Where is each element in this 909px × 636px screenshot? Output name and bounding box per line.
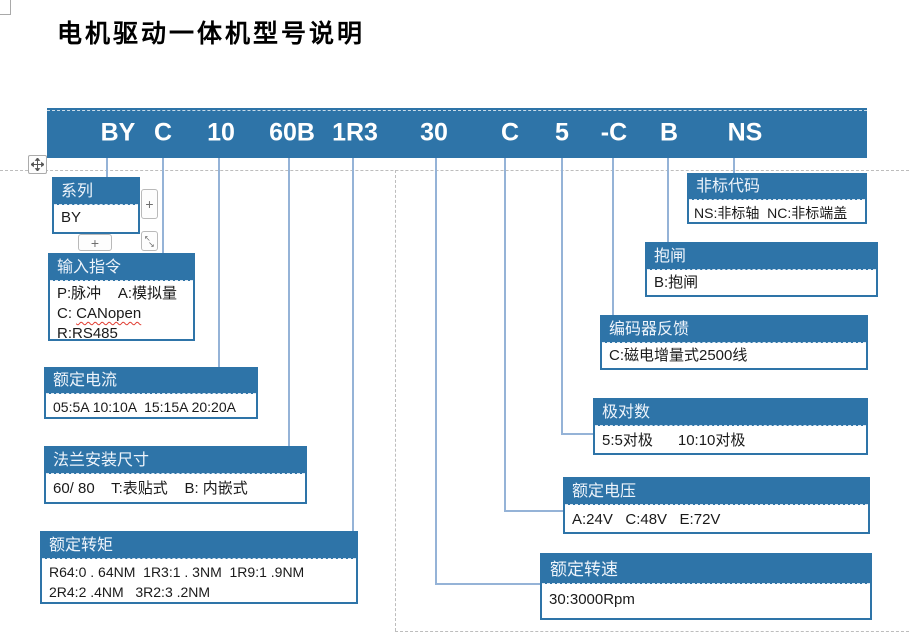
code-segment-current: 10 xyxy=(207,118,235,147)
page-title: 电机驱动一体机型号说明 xyxy=(57,19,366,48)
code-segment-flange: 60B xyxy=(269,118,315,147)
model-code-bar: BY C 10 60B 1R3 30 C 5 -C B NS xyxy=(47,108,867,158)
callout-input-cmd: 输入指令 P:脉冲 A:模拟量 C: CANopen R:RS485 xyxy=(48,253,195,342)
callout-rated-torque-line2: 2R4:2 .4NM 3R2:3 .2NM xyxy=(49,584,211,600)
callout-series-value: BY xyxy=(61,209,82,226)
textbox-dashed-border-bottom xyxy=(395,631,909,632)
callout-input-cmd-line2-prefix: C: xyxy=(57,305,77,322)
connector-line-voltage-v xyxy=(504,158,506,512)
connector-line-current xyxy=(218,158,220,367)
callout-pole-pairs: 极对数 5:5对极 10:10对极 xyxy=(593,398,868,455)
insert-row-button[interactable]: + xyxy=(78,234,112,251)
connector-line-series xyxy=(106,158,108,177)
callout-rated-current-value: 05:5A 10:10A 15:15A 20:20A xyxy=(53,399,236,415)
callout-brake-value: B:抱闸 xyxy=(654,274,699,291)
callout-brake-header: 抱闸 xyxy=(647,244,876,270)
plus-icon: + xyxy=(90,234,100,251)
callout-nonstandard-value: NS:非标轴 NC:非标端盖 xyxy=(694,205,848,221)
callout-series: 系列 BY xyxy=(52,177,140,234)
connector-line-input-cmd xyxy=(162,158,164,253)
connector-line-nonstandard xyxy=(733,158,735,173)
callout-flange-value: 60/ 80 T:表贴式 B: 内嵌式 xyxy=(53,480,248,497)
callout-rated-voltage-value: A:24V C:48V E:72V xyxy=(572,511,721,528)
code-segment-brake: B xyxy=(659,118,679,147)
callout-rated-voltage-header: 额定电压 xyxy=(565,479,868,505)
connector-line-pole-v xyxy=(561,158,563,435)
callout-rated-torque-header: 额定转矩 xyxy=(42,533,356,559)
callout-encoder-value: C:磁电增量式2500线 xyxy=(609,347,748,364)
callout-rated-voltage: 额定电压 A:24V C:48V E:72V xyxy=(563,477,870,534)
code-segment-nonstandard: NS xyxy=(727,118,763,147)
connector-line-flange xyxy=(288,158,290,446)
move-icon xyxy=(31,158,44,171)
code-segment-input-cmd: C xyxy=(153,118,173,147)
textbox-dashed-border-middle xyxy=(395,170,396,631)
callout-input-cmd-line3: R:RS485 xyxy=(57,325,118,342)
code-segment-torque: 1R3 xyxy=(332,118,378,147)
connector-line-encoder xyxy=(612,158,614,315)
callout-rated-current: 额定电流 05:5A 10:10A 15:15A 20:20A xyxy=(44,367,258,419)
code-segment-encoder: -C xyxy=(600,118,628,147)
callout-nonstandard-header: 非标代码 xyxy=(689,175,865,200)
callout-input-cmd-header: 输入指令 xyxy=(50,255,193,281)
connector-line-speed-h xyxy=(435,583,540,585)
code-segment-series: BY xyxy=(100,118,136,147)
callout-series-header: 系列 xyxy=(54,179,138,205)
connector-line-speed-v xyxy=(435,158,437,585)
connector-line-voltage-h xyxy=(504,510,563,512)
textbox-dashed-border-top xyxy=(0,170,909,171)
table-move-handle[interactable] xyxy=(28,155,47,174)
resize-nw-arrow-icon: ↖ xyxy=(144,234,151,243)
callout-encoder-header: 编码器反馈 xyxy=(602,317,866,343)
callout-pole-pairs-value: 5:5对极 10:10对极 xyxy=(602,432,746,449)
callout-input-cmd-line2: C: CANopen xyxy=(57,304,186,324)
callout-pole-pairs-header: 极对数 xyxy=(595,400,866,426)
callout-rated-speed: 额定转速 30:3000Rpm xyxy=(540,553,872,620)
callout-rated-speed-value: 30:3000Rpm xyxy=(549,591,635,608)
code-segment-pole-pairs: 5 xyxy=(555,118,569,147)
callout-brake: 抱闸 B:抱闸 xyxy=(645,242,878,297)
callout-input-cmd-canopen-misspell: CANopen xyxy=(76,305,142,322)
callout-encoder: 编码器反馈 C:磁电增量式2500线 xyxy=(600,315,868,370)
connector-line-pole-h xyxy=(561,433,593,435)
connector-line-torque xyxy=(352,158,354,531)
page-corner-mark xyxy=(0,0,11,15)
connector-line-brake xyxy=(667,158,669,242)
callout-rated-torque: 额定转矩 R64:0 . 64NM 1R3:1 . 3NM 1R9:1 .9NM… xyxy=(40,531,358,604)
code-segment-speed: 30 xyxy=(420,118,448,147)
callout-input-cmd-line1: P:脉冲 A:模拟量 xyxy=(57,285,178,302)
callout-rated-speed-header: 额定转速 xyxy=(542,555,870,584)
table-resize-handle[interactable]: ↖ ↘ xyxy=(141,231,158,251)
callout-flange: 法兰安装尺寸 60/ 80 T:表贴式 B: 内嵌式 xyxy=(44,446,307,504)
code-segment-voltage: C xyxy=(500,118,520,147)
resize-se-arrow-icon: ↘ xyxy=(148,240,155,249)
callout-rated-torque-line1: R64:0 . 64NM 1R3:1 . 3NM 1R9:1 .9NM xyxy=(49,564,305,580)
insert-column-button[interactable]: + xyxy=(141,189,158,219)
callout-flange-header: 法兰安装尺寸 xyxy=(46,448,305,474)
plus-icon: + xyxy=(145,196,154,212)
callout-rated-current-header: 额定电流 xyxy=(46,369,256,394)
callout-nonstandard: 非标代码 NS:非标轴 NC:非标端盖 xyxy=(687,173,867,224)
